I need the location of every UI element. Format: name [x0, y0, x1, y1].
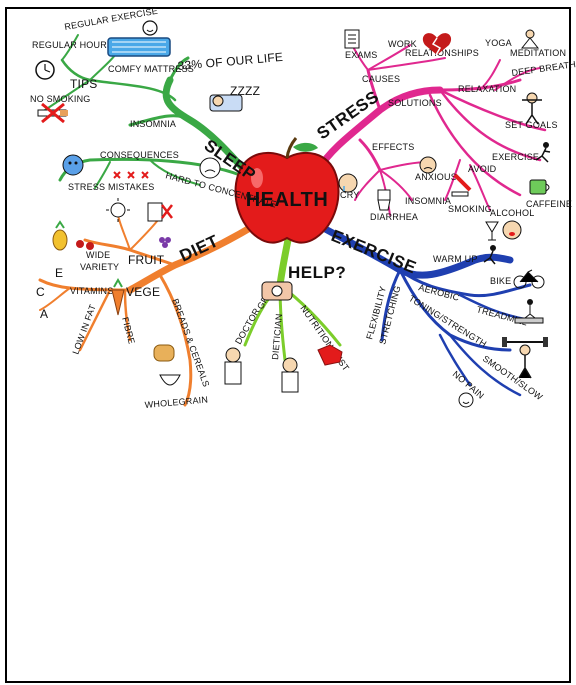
- weightlifter-icon: [502, 337, 548, 379]
- stress-solutions: SOLUTIONS: [388, 98, 442, 108]
- stress-set-goals: SET GOALS: [505, 120, 558, 130]
- toilet-icon: [377, 189, 391, 211]
- diet-low-in-fat: LOW IN FAT: [70, 303, 97, 356]
- sun-icon: [106, 198, 130, 222]
- diet-fibre: FIBRE: [120, 316, 137, 345]
- clock-icon: [35, 60, 55, 80]
- diet-vege: VEGE: [126, 285, 160, 299]
- stress-cry: CRY: [340, 190, 359, 200]
- no-drink-icon: [147, 202, 173, 222]
- mattress-icon: [107, 37, 171, 57]
- health-apple: HEALTH: [234, 137, 340, 244]
- doctor-icon: [224, 347, 242, 385]
- cherries-icon: [76, 240, 94, 250]
- confused-face-icon: [199, 157, 221, 179]
- pineapple-icon: [52, 220, 68, 251]
- stress-meditation: MEDITATION: [510, 48, 566, 58]
- stress-work: WORK: [388, 39, 417, 49]
- sleep-mistakes: MISTAKES: [108, 182, 154, 192]
- stretching-person-icon: [522, 92, 542, 125]
- sleep-regular-hours: REGULAR HOURS: [32, 40, 113, 50]
- sleep-tips: TIPS: [70, 77, 97, 91]
- diet-vit-a: A: [40, 307, 48, 321]
- stress-causes: CAUSES: [362, 74, 400, 84]
- no-cigarette-icon: [37, 102, 68, 124]
- books-icon: [344, 29, 360, 49]
- diet-vitamins: VITAMINS: [70, 286, 113, 296]
- exercise-treadmill: TREADMILL: [475, 304, 528, 327]
- stress-relaxation: RELAXATION: [458, 84, 516, 94]
- stress-alcohol: ALCOHOL: [490, 208, 534, 218]
- meditation-icon: [520, 29, 540, 49]
- stress-caffeine: CAFFEINE: [526, 199, 572, 209]
- stress-relationships: RELATIONSHIPS: [405, 48, 479, 58]
- cereal-bowl-icon: [159, 374, 181, 386]
- anxious-face-icon: [419, 156, 437, 174]
- grapes-icon: [159, 237, 171, 248]
- happy-face-icon: [458, 392, 474, 408]
- diet-variety: VARIETY: [80, 262, 119, 272]
- runner-warmup-icon: [483, 245, 496, 265]
- coffee-cup-icon: [529, 179, 550, 195]
- stress-face-icon: [62, 154, 84, 176]
- sleeping-person-icon: [209, 94, 243, 112]
- stress-effects: EFFECTS: [372, 142, 414, 152]
- stress-avoid: AVOID: [468, 164, 497, 174]
- diet-branch: [38, 214, 259, 407]
- stress-branch: [314, 44, 547, 216]
- broken-heart-icon: [422, 33, 452, 56]
- diet-label: DIET: [177, 231, 222, 265]
- help-branch: [243, 236, 342, 362]
- diet-fruit: FRUIT: [128, 253, 165, 267]
- smiley-icon: [142, 20, 158, 36]
- exercise-bike: BIKE: [490, 276, 511, 286]
- bread-icon: [153, 344, 175, 362]
- diet-wide: WIDE: [86, 250, 110, 260]
- stress-exercise: EXERCISE: [492, 152, 539, 162]
- australia-map-icon: [317, 344, 343, 366]
- stress-exams: EXAMS: [345, 50, 378, 60]
- stress-yoga: YOGA: [485, 38, 512, 48]
- dietician-icon: [281, 357, 299, 393]
- stress-diarrhea: DIARRHEA: [370, 212, 418, 222]
- sleep-insomnia: INSOMNIA: [130, 119, 176, 129]
- alcohol-glass-icon: [485, 221, 499, 241]
- sleep-comfy-mattress: COMFY MATTRESS: [108, 64, 194, 74]
- help-label: HELP?: [288, 263, 346, 282]
- cigarette-icon: [451, 173, 472, 197]
- help-dietician: DIETICIAN: [270, 313, 284, 360]
- exercise-warm-up: WARM UP: [433, 254, 478, 264]
- bicycle-icon: [513, 269, 545, 289]
- crying-face-icon: [338, 173, 358, 193]
- stress-smoking: SMOKING: [448, 204, 492, 214]
- treadmill-icon: [514, 299, 544, 324]
- drunk-face-icon: [502, 220, 522, 240]
- carrot-icon: [111, 277, 125, 316]
- stress-deep-breathing: DEEP BREATHING: [511, 57, 576, 78]
- diet-vit-e: E: [55, 266, 63, 280]
- telephone-icon: [261, 281, 293, 301]
- exercise-branch: [314, 221, 532, 397]
- stress-anxious: ANXIOUS: [415, 172, 457, 182]
- stress-insomnia: INSOMNIA: [405, 196, 451, 206]
- sleep-no-smoking: NO SMOKING: [30, 94, 91, 104]
- mistakes-x-icon: [113, 171, 149, 179]
- center-label: HEALTH: [246, 189, 329, 211]
- sleep-consequences: CONSEQUENCES: [100, 150, 179, 160]
- diet-wholegrain: WHOLEGRAIN: [144, 394, 208, 409]
- running-person-icon: [535, 142, 551, 163]
- diet-vit-c: C: [36, 285, 45, 299]
- sleep-stress: STRESS: [68, 182, 105, 192]
